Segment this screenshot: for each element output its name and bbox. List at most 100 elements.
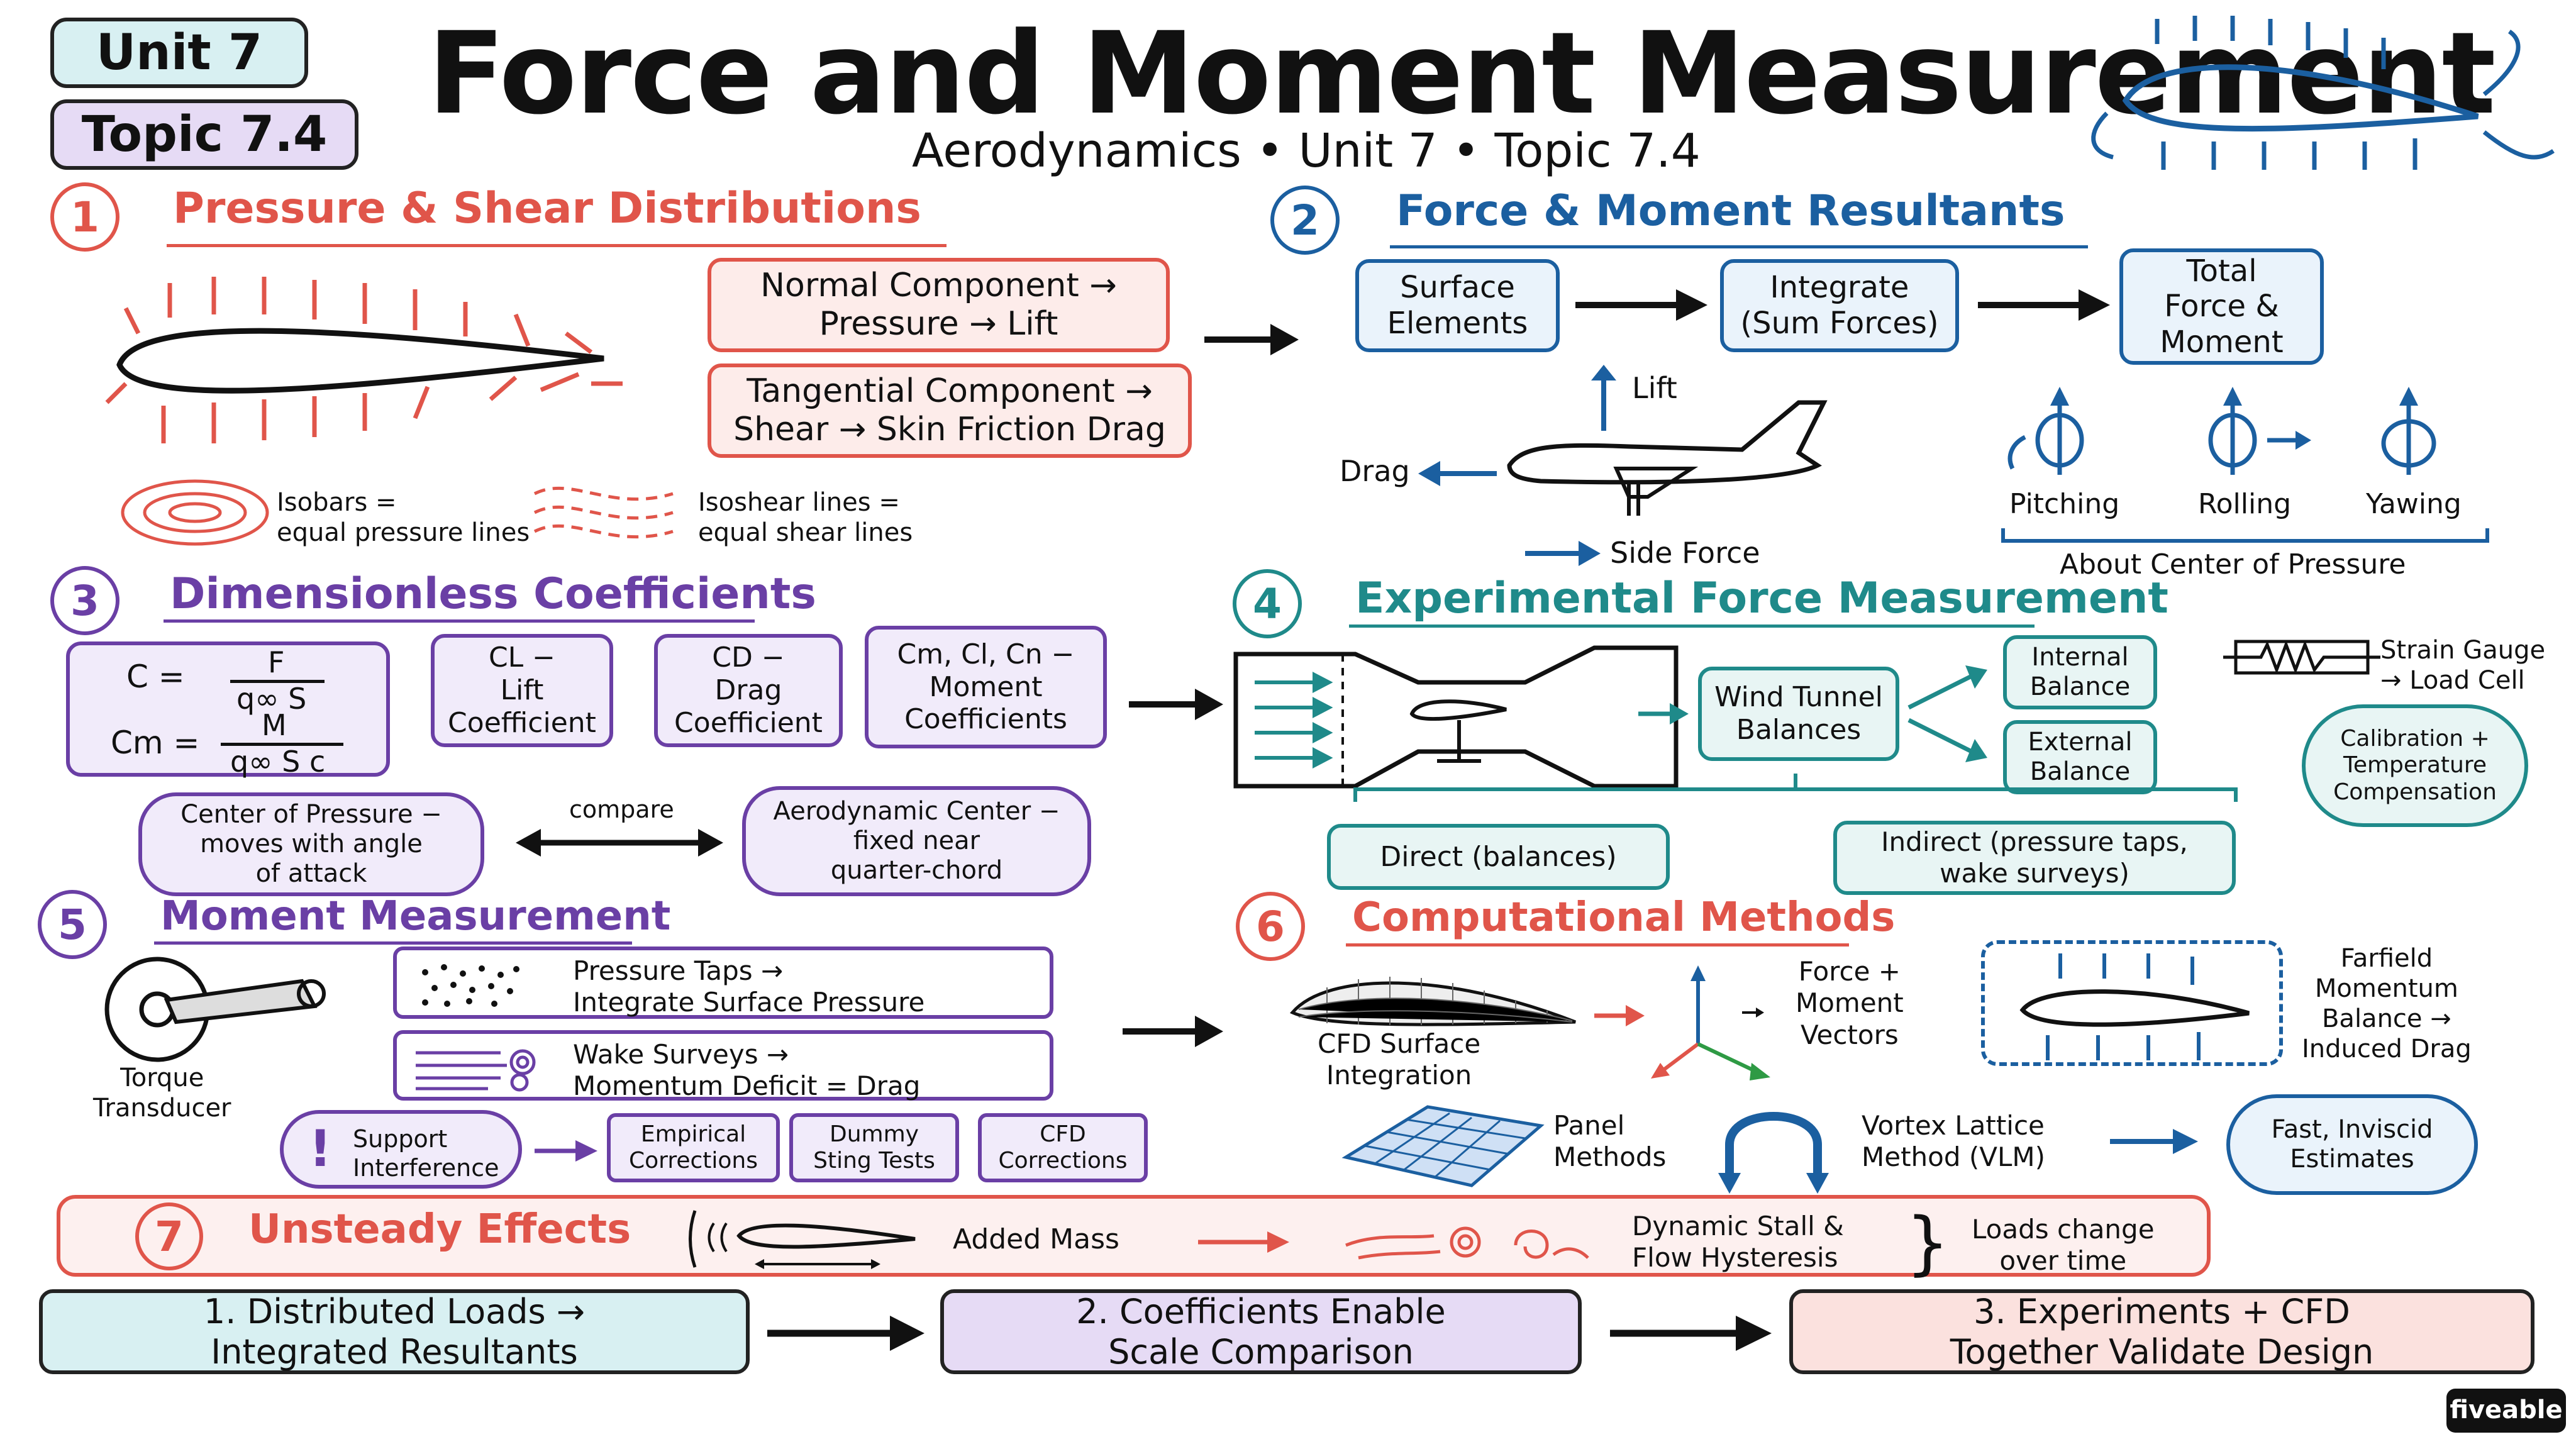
loads-brace: } [1906, 1202, 1950, 1283]
dummy-sting-tests-box: Dummy Sting Tests [789, 1113, 959, 1182]
arrow-vlm-to-fast [2110, 1129, 2198, 1154]
drag-label: Drag [1340, 454, 1410, 488]
summary-box-1: 1. Distributed Loads → Integrated Result… [39, 1289, 750, 1374]
arrow-added-mass-to-stall [1198, 1231, 1289, 1253]
section-4-underline [1349, 625, 2035, 628]
torque-transducer-label: Torque Transducer [93, 1063, 231, 1123]
formula-cm-fraction-bar [221, 743, 343, 746]
section-6-title: Computational Methods [1352, 894, 1896, 941]
formula-cm-lhs: Cm = [111, 724, 200, 761]
section-5-title: Moment Measurement [160, 893, 671, 940]
integrate-box: Integrate (Sum Forces) [1720, 259, 1959, 352]
vortex-lattice-icon [1718, 1112, 1829, 1194]
section-2-underline [1390, 245, 2088, 248]
support-interference-label: Support Interference [353, 1125, 499, 1182]
empirical-corrections-box: Empirical Corrections [607, 1113, 780, 1182]
formula-c-fraction-bar [230, 680, 325, 683]
panel-methods-label: Panel Methods [1553, 1110, 1667, 1173]
surface-elements-box: Surface Elements [1355, 259, 1560, 352]
calibration-cloud: Calibration + Temperature Compensation [2302, 704, 2528, 827]
pressure-taps-label: Pressure Taps → Integrate Surface Pressu… [573, 955, 925, 1018]
arrow-s1-to-s2 [1204, 324, 1299, 355]
center-of-pressure-box: Center of Pressure − moves with angle of… [138, 792, 484, 896]
pitching-icon [2007, 387, 2084, 475]
section-2-title: Force & Moment Resultants [1396, 186, 2065, 236]
lift-label: Lift [1632, 371, 1677, 405]
wake-surveys-box: Wake Surveys → Momentum Deficit = Drag [393, 1030, 1053, 1101]
rolling-label: Rolling [2198, 488, 2292, 520]
external-balance-box: External Balance [2003, 720, 2157, 794]
dynamic-stall-swirl-icon [1345, 1226, 1589, 1260]
strain-gauge-label: Strain Gauge → Load Cell [2380, 636, 2546, 695]
wind-tunnel-balances-box: Wind Tunnel Balances [1698, 667, 1899, 761]
yawing-icon [2381, 387, 2436, 475]
cd-drag-coefficient-box: CD − Drag Coefficient [654, 634, 843, 747]
loads-change-label: Loads change over time [1972, 1214, 2155, 1277]
arrow-surface-to-integrate [1575, 289, 1707, 321]
cfd-to-vectors-arrow [1594, 1005, 1645, 1026]
section-4-number: 4 [1233, 569, 1302, 638]
section-4-title: Experimental Force Measurement [1355, 574, 2168, 623]
compare-double-arrow [516, 829, 723, 857]
page-subtitle: Aerodynamics • Unit 7 • Topic 7.4 [912, 124, 1701, 178]
strain-gauge-icon [2223, 640, 2380, 675]
section-7-title: Unsteady Effects [248, 1206, 631, 1253]
formula-cm-numerator: M [262, 708, 287, 742]
arrow-tunnel-to-balances [1638, 703, 1689, 724]
force-vector-axes-icon [1651, 965, 1770, 1080]
arrows-to-balance-types [1907, 665, 1987, 762]
section-2-number: 2 [1270, 186, 1340, 255]
arrow-support-to-corrections [535, 1140, 597, 1162]
normal-component-box: Normal Component → Pressure → Lift [708, 258, 1170, 352]
airfoil-pressure-illustration [105, 277, 623, 443]
unsteady-effects-banner [57, 1195, 2211, 1277]
pressure-taps-dots-icon [422, 964, 519, 1007]
wake-flow-icon [416, 1049, 536, 1092]
cfd-corrections-box: CFD Corrections [978, 1113, 1148, 1182]
farfield-label: Farfield Momentum Balance → Induced Drag [2302, 944, 2472, 1063]
section-5-number: 5 [38, 890, 107, 959]
farfield-dashed-box [1981, 940, 2283, 1066]
vlm-label: Vortex Lattice Method (VLM) [1862, 1110, 2046, 1173]
total-force-moment-box: Total Force & Moment [2119, 248, 2324, 365]
formula-c-denominator: q∞ S [236, 682, 307, 716]
panel-methods-icon [1341, 1105, 1545, 1187]
section-1-underline [167, 244, 947, 247]
fast-inviscid-cloud: Fast, Inviscid Estimates [2226, 1094, 2478, 1195]
airfoil-header-illustration [2091, 16, 2555, 170]
added-mass-label: Added Mass [953, 1223, 1119, 1255]
summary-box-3: 3. Experiments + CFD Together Validate D… [1789, 1289, 2534, 1374]
pitching-label: Pitching [2009, 488, 2120, 520]
aerodynamic-center-box: Aerodynamic Center − fixed near quarter-… [742, 786, 1091, 896]
summary-arrow-1 [767, 1316, 924, 1351]
section-5-underline [154, 941, 632, 945]
unit-badge: Unit 7 [50, 18, 308, 88]
coefficient-formulas-box: C = F q∞ S Cm = M q∞ S c [66, 641, 390, 779]
section-1-number: 1 [50, 182, 119, 252]
side-force-arrow [1525, 541, 1601, 566]
formula-cm-denominator: q∞ S c [230, 745, 326, 779]
page-title: Force and Moment Measurement [428, 8, 2496, 140]
dynamic-stall-label: Dynamic Stall & Flow Hysteresis [1632, 1211, 1844, 1274]
tangential-component-box: Tangential Component → Shear → Skin Fric… [708, 364, 1192, 458]
wind-tunnel-icon [1233, 645, 1679, 789]
section-6-number: 6 [1236, 892, 1305, 961]
isobars-label: Isobars = equal pressure lines [277, 488, 530, 547]
drag-arrow [1418, 461, 1497, 486]
isobars-icon [121, 479, 269, 546]
isoshear-label: Isoshear lines = equal shear lines [698, 488, 913, 547]
farfield-airfoil-icon [2019, 953, 2250, 1060]
wake-surveys-label: Wake Surveys → Momentum Deficit = Drag [573, 1039, 921, 1102]
section-3-number: 3 [50, 566, 119, 635]
summary-box-2: 2. Coefficients Enable Scale Comparison [940, 1289, 1582, 1374]
arrow-integrate-to-total [1978, 289, 2110, 321]
fiveable-logo: fiveable [2446, 1389, 2566, 1433]
yawing-label: Yawing [2366, 488, 2462, 520]
indirect-box: Indirect (pressure taps, wake surveys) [1833, 821, 2236, 895]
formula-c-lhs: C = [126, 658, 185, 695]
side-force-label: Side Force [1610, 536, 1760, 570]
balances-bracket [1353, 774, 2238, 802]
airplane-icon [1507, 365, 1828, 516]
arrow-s3-to-s4 [1129, 689, 1223, 720]
section-7-number: 7 [135, 1202, 203, 1270]
